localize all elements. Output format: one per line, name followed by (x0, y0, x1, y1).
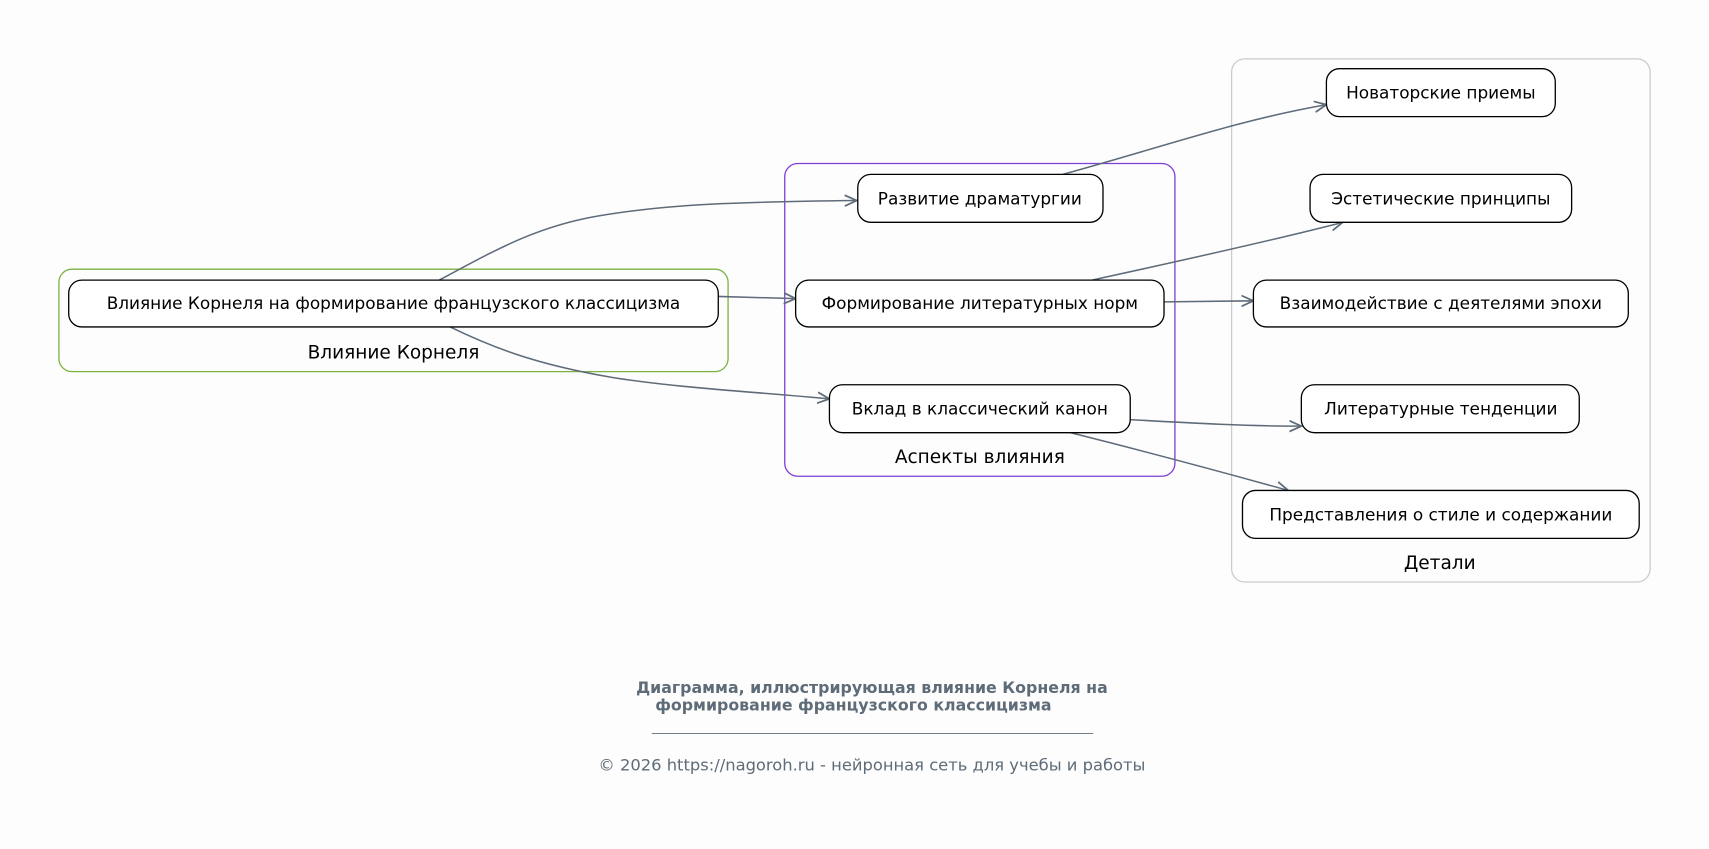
cluster-details: Детали (1230, 58, 1651, 583)
caption-line-2: формирование французского классицизма (655, 696, 1051, 715)
node-label: Эстетические принципы (1331, 188, 1550, 208)
node-label: Новаторские приемы (1346, 83, 1536, 103)
copyright-text: © 2026 https://nagoroh.ru - нейронная се… (598, 756, 1145, 775)
edge-norms-aesth (1091, 222, 1343, 281)
cluster-label: Детали (1404, 553, 1476, 574)
node-main[interactable]: Влияние Корнеля на формирование французс… (68, 279, 719, 328)
node-canon[interactable]: Вклад в классический канон (828, 384, 1131, 434)
node-label: Развитие драматургии (878, 188, 1082, 208)
node-label: Представления о стиле и содержании (1269, 504, 1612, 524)
edge-drama-innov (1062, 105, 1327, 176)
edge-norms-interact (1164, 301, 1253, 302)
edge-main-drama (438, 201, 856, 281)
cluster-label: Аспекты влияния (895, 447, 1065, 468)
edge-canon-trends (1130, 418, 1301, 427)
edge-main-norms (718, 296, 795, 298)
node-innov[interactable]: Новаторские приемы (1325, 68, 1556, 118)
node-trends[interactable]: Литературные тенденции (1300, 384, 1580, 434)
edges (438, 105, 1343, 491)
node-label: Влияние Корнеля на формирование французс… (107, 293, 681, 313)
cluster-corneille: Влияние Корнеля (58, 268, 729, 373)
node-drama[interactable]: Развитие драматургии (857, 173, 1104, 223)
node-interact[interactable]: Взаимодействие с деятелями эпохи (1252, 279, 1629, 328)
node-aesth[interactable]: Эстетические принципы (1309, 173, 1573, 223)
node-label: Формирование литературных норм (822, 293, 1138, 313)
node-norms[interactable]: Формирование литературных норм (794, 279, 1165, 328)
node-label: Литературные тенденции (1324, 399, 1557, 419)
edge-main-canon (449, 326, 829, 399)
cluster-label: Влияние Корнеля (308, 343, 480, 364)
node-label: Взаимодействие с деятелями эпохи (1280, 293, 1602, 313)
node-style[interactable]: Представления о стиле и содержании (1241, 489, 1640, 540)
edge-canon-style (1070, 431, 1288, 491)
cluster-aspects: Аспекты влияния (784, 162, 1176, 477)
caption-line-1: Диаграмма, иллюстрирующая влияние Корнел… (636, 678, 1108, 697)
node-label: Вклад в классический канон (852, 399, 1108, 419)
